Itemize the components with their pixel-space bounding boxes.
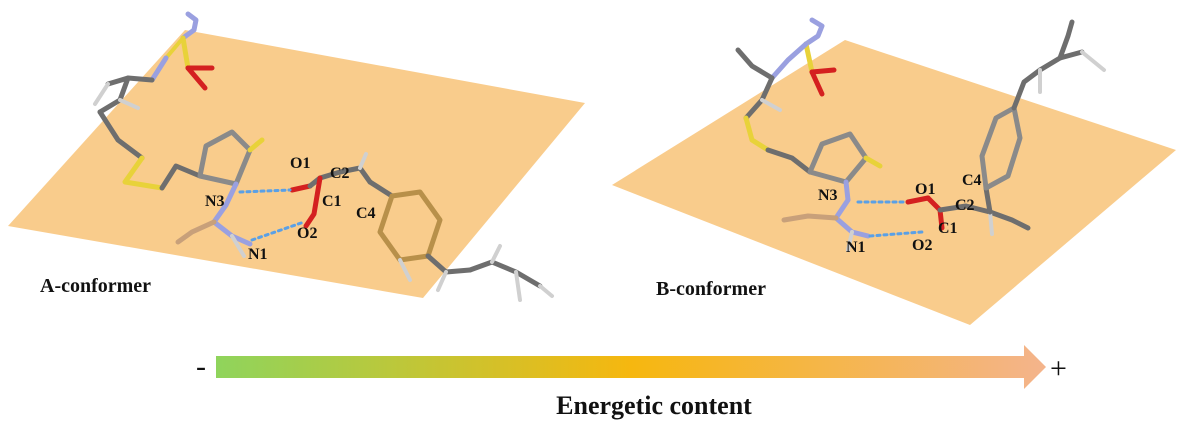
energy-scale: - + Energetic content	[196, 345, 1067, 420]
molecule-a	[93, 11, 554, 302]
conformer-label-a: A-conformer	[40, 275, 151, 297]
hbond-a-n1-o2	[250, 220, 306, 242]
atom-label-b-n3: N3	[818, 187, 838, 204]
atom-label-b-o1: O1	[915, 181, 935, 198]
atom-label-b-c2: C2	[955, 197, 975, 214]
panel-a: O1 C2 N3 C1 C4 O2 N1 A-conformer	[8, 11, 585, 302]
atom-label-a-c4: C4	[356, 205, 376, 222]
energy-plus-sign: +	[1050, 352, 1067, 385]
hbond-a-n3-o1	[238, 188, 292, 194]
atom-label-a-c2: C2	[330, 165, 350, 182]
atom-label-a-c1: C1	[322, 193, 342, 210]
energy-scale-title: Energetic content	[556, 391, 752, 420]
energy-gradient-arrow	[216, 345, 1046, 389]
plane-a	[8, 30, 585, 298]
hbond-b-n1-o2	[868, 230, 924, 238]
atom-label-a-o2: O2	[297, 225, 317, 242]
atom-label-a-n1: N1	[248, 246, 268, 263]
atom-label-b-c4: C4	[962, 172, 982, 189]
molecule-b	[735, 17, 1106, 252]
atom-label-a-o1: O1	[290, 155, 310, 172]
conformer-label-b: B-conformer	[656, 278, 766, 300]
panel-b: C4 O1 N3 C2 C1 N1 O2 B-conformer	[612, 17, 1176, 325]
atom-label-a-n3: N3	[205, 193, 225, 210]
atom-label-b-o2: O2	[912, 237, 932, 254]
atom-label-b-n1: N1	[846, 239, 866, 256]
energy-minus-sign: -	[196, 350, 206, 383]
atom-label-b-c1: C1	[938, 220, 958, 237]
